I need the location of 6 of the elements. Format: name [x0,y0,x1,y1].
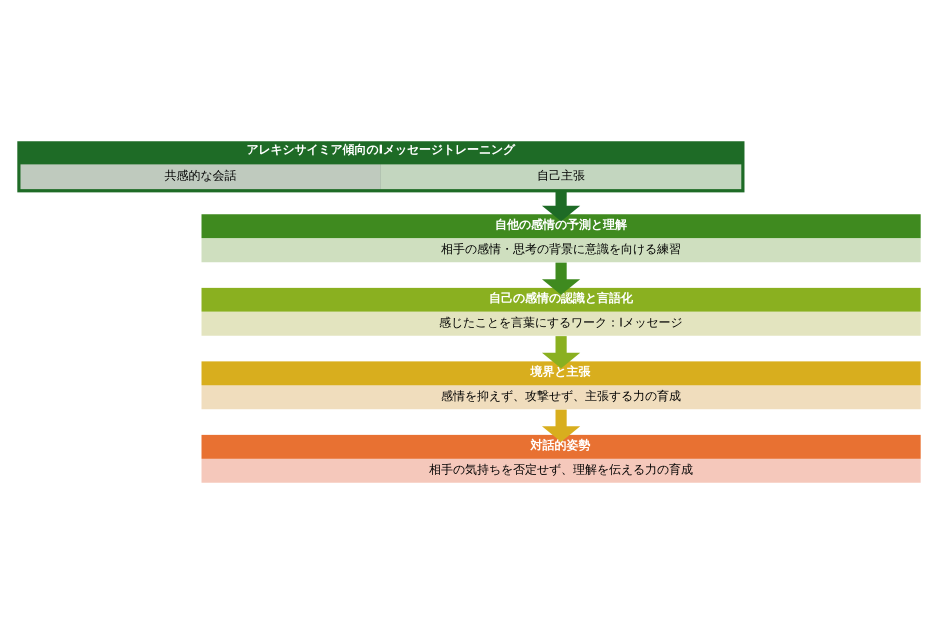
arrow [542,262,580,295]
node-box: 共感的な会話 [20,164,381,190]
node-box: 自己主張 [380,164,742,190]
arrow [542,410,580,442]
arrow [542,192,580,222]
arrow [542,336,580,368]
